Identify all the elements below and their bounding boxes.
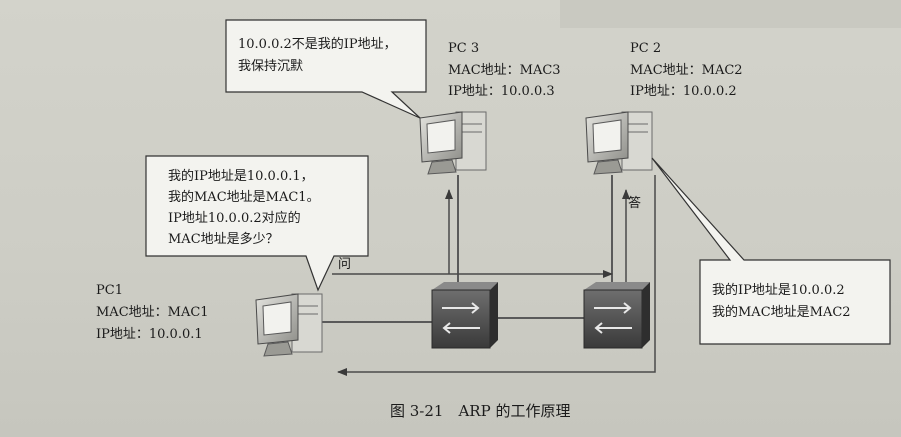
pc3-name: PC 3 bbox=[448, 41, 479, 56]
switch-1-arrows-icon bbox=[442, 302, 480, 334]
pc2-labels: PC 2 MAC地址：MAC2 IP地址：10.0.0.2 bbox=[630, 41, 743, 99]
bubble-pc1: 我的IP地址是10.0.0.1， 我的MAC地址是MAC1。 IP地址10.0.… bbox=[145, 155, 369, 292]
pc3-computer-icon bbox=[419, 111, 487, 175]
bubble-pc2: 我的IP地址是10.0.0.2 我的MAC地址是MAC2 bbox=[651, 157, 891, 345]
bubble-pc1-line-1: 我的IP地址是10.0.0.1， bbox=[168, 168, 314, 184]
pc3-ip: IP地址：10.0.0.3 bbox=[448, 84, 555, 99]
pc2-computer-icon bbox=[585, 111, 653, 175]
bubble-pc3-line-2: 我保持沉默 bbox=[238, 58, 303, 74]
bubble-pc2-line-1: 我的IP地址是10.0.0.2 bbox=[712, 282, 845, 298]
switch-2 bbox=[583, 282, 650, 349]
ask-label: 问 bbox=[338, 257, 351, 272]
bubble-pc1-line-3: IP地址10.0.0.2对应的 bbox=[168, 210, 301, 226]
answer-label: 答 bbox=[628, 195, 641, 211]
pc2-ip: IP地址：10.0.0.2 bbox=[630, 84, 737, 99]
pc1-computer-icon bbox=[255, 293, 323, 357]
pc2-name: PC 2 bbox=[630, 41, 661, 56]
pc1-ip: IP地址：10.0.0.1 bbox=[96, 327, 203, 342]
answer-arrow bbox=[337, 175, 656, 376]
bubble-pc2-line-2: 我的MAC地址是MAC2 bbox=[712, 304, 851, 320]
switch-2-arrows-icon bbox=[594, 302, 632, 334]
bubble-pc1-line-4: MAC地址是多少？ bbox=[168, 231, 279, 247]
pc1-name: PC1 bbox=[96, 283, 123, 298]
switch-1 bbox=[431, 282, 498, 349]
pc2-mac: MAC地址：MAC2 bbox=[630, 63, 743, 78]
network-links bbox=[318, 175, 613, 323]
pc1-labels: PC1 MAC地址：MAC1 IP地址：10.0.0.1 bbox=[96, 283, 209, 342]
pc3-mac: MAC地址：MAC3 bbox=[448, 63, 561, 78]
bubble-pc3-line-1: 10.0.0.2不是我的IP地址， bbox=[238, 36, 397, 52]
pc1-mac: MAC地址：MAC1 bbox=[96, 305, 209, 320]
bubble-pc3: 10.0.0.2不是我的IP地址， 我保持沉默 bbox=[225, 19, 427, 119]
ask-flow bbox=[332, 189, 630, 288]
figure-caption: 图 3-21 ARP 的工作原理 bbox=[390, 402, 570, 420]
background-shade bbox=[560, 0, 901, 28]
pc3-labels: PC 3 MAC地址：MAC3 IP地址：10.0.0.3 bbox=[448, 41, 561, 99]
bubble-pc1-line-2: 我的MAC地址是MAC1。 bbox=[168, 189, 320, 205]
answer-flow bbox=[337, 175, 656, 376]
